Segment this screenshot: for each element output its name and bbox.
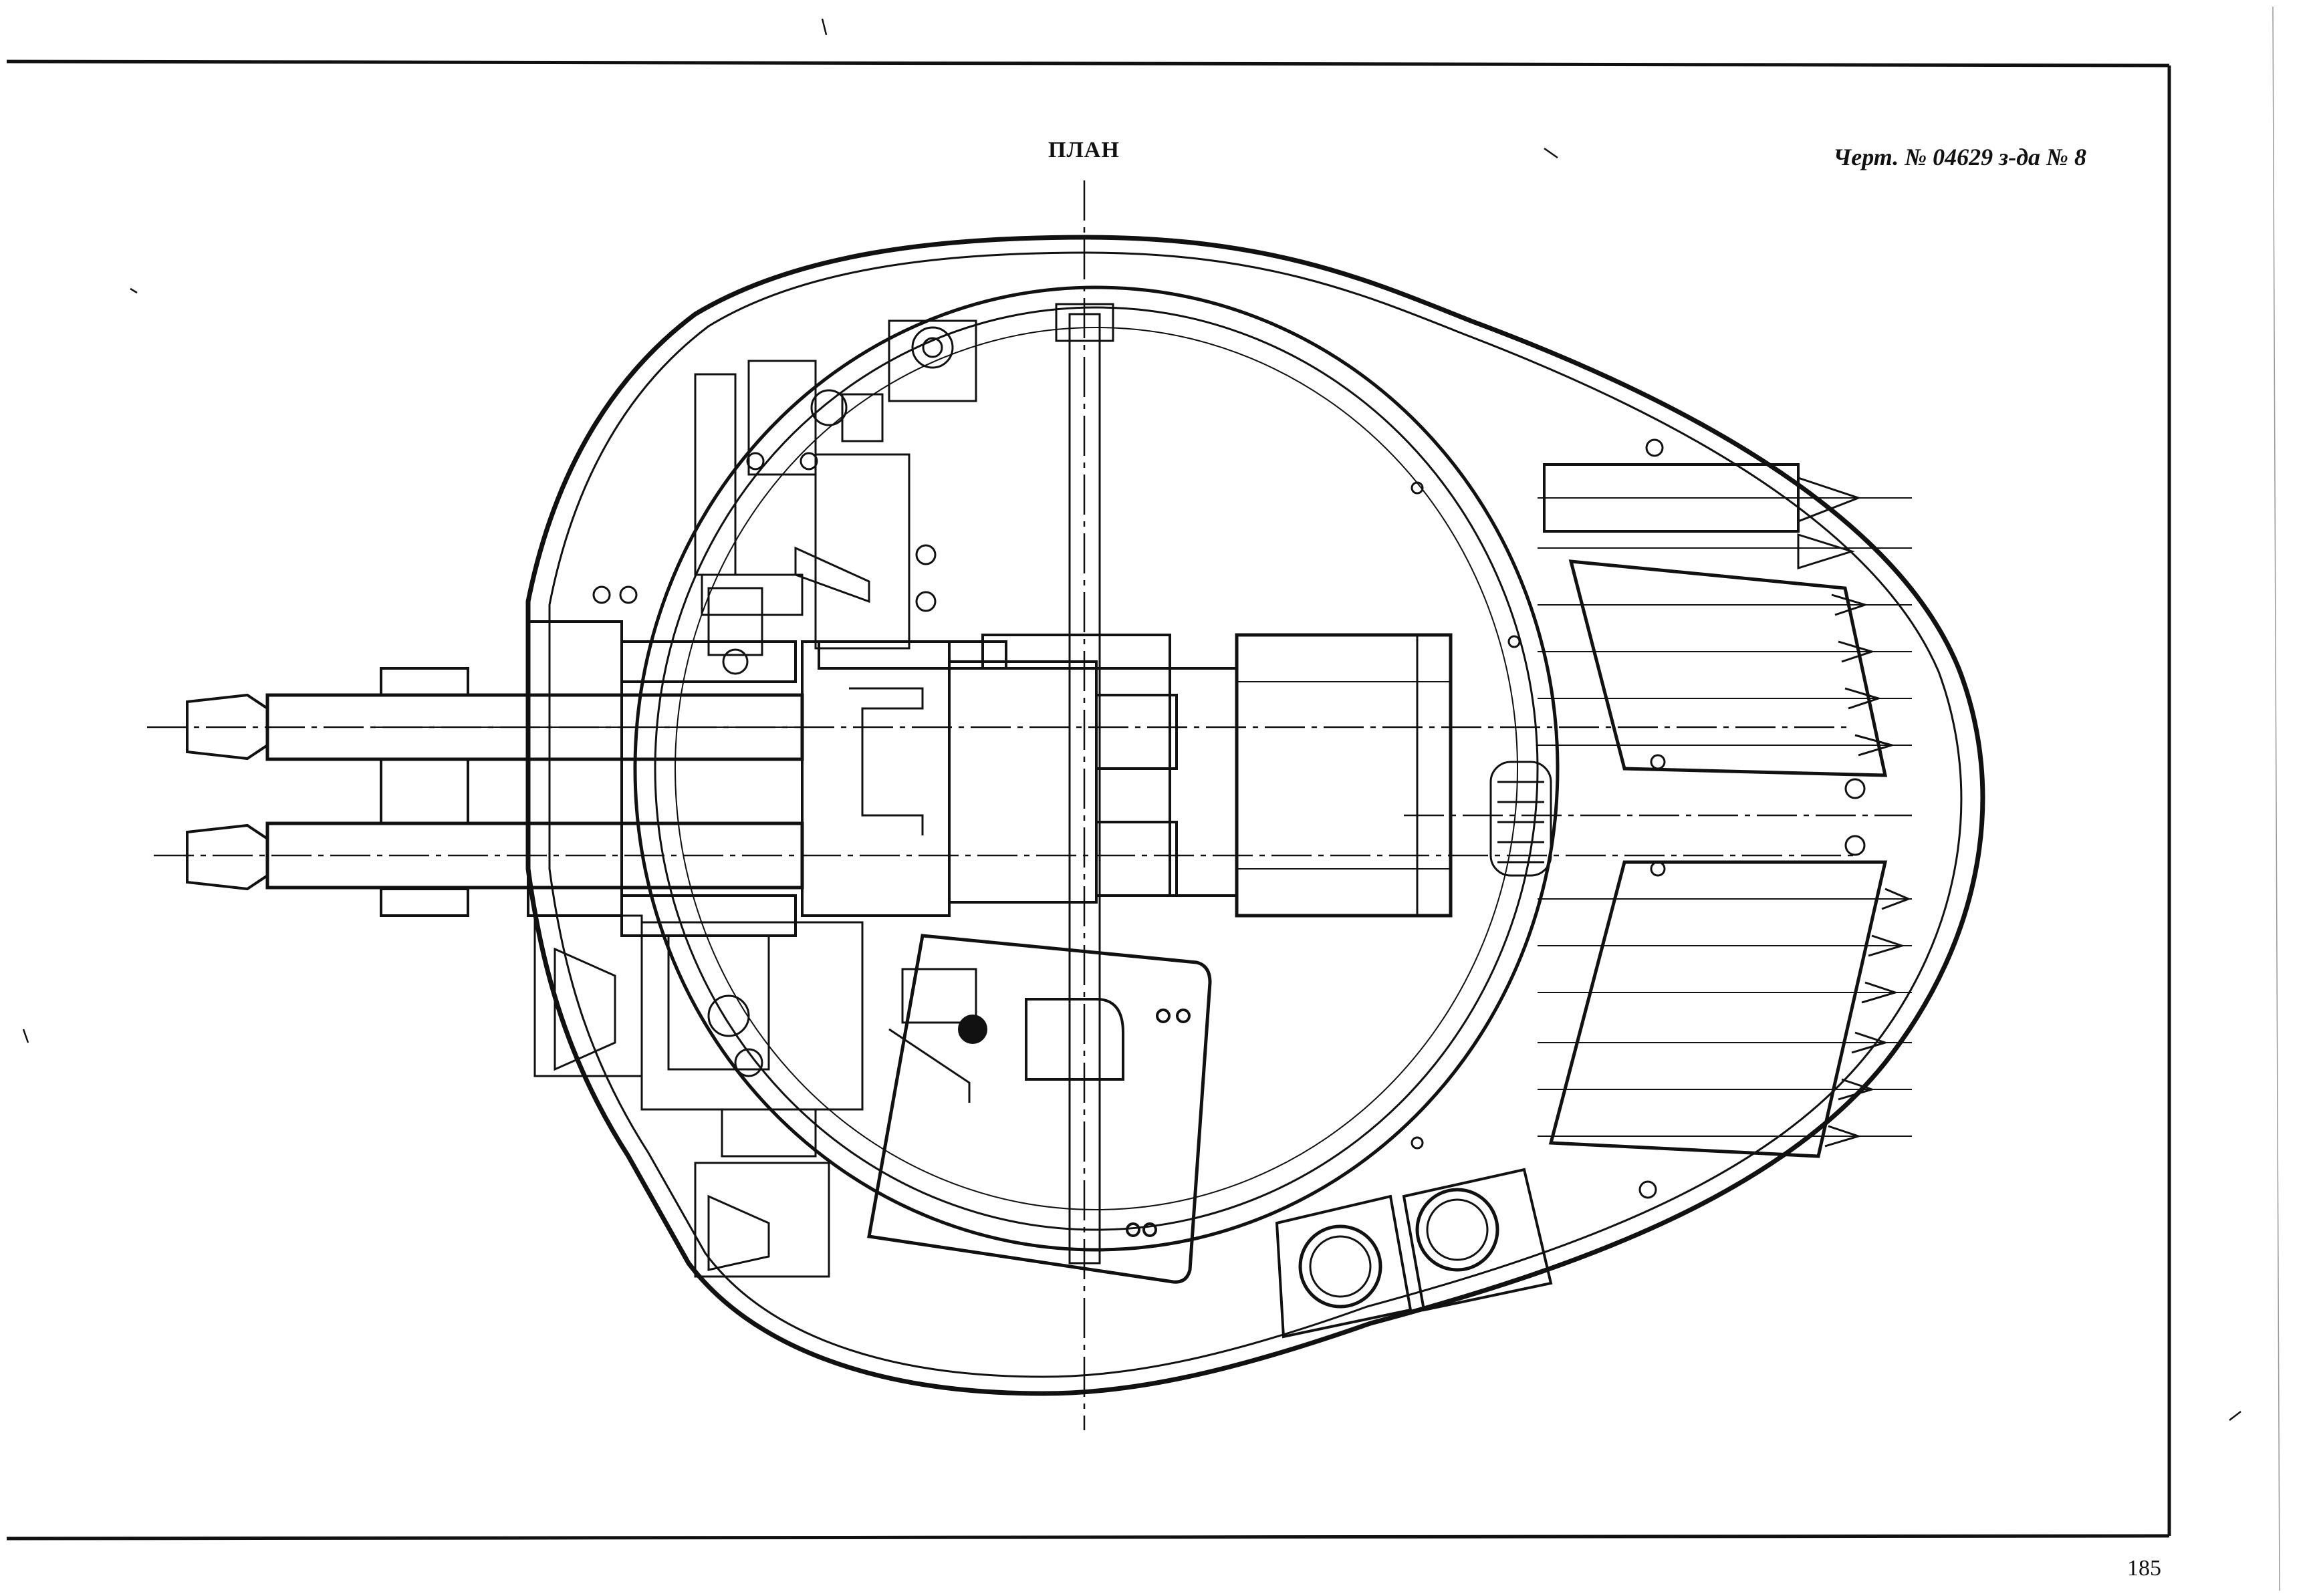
roller-brackets bbox=[1275, 1168, 1553, 1339]
sheet-border bbox=[6, 6, 2280, 1591]
elevation-mechanism bbox=[694, 319, 977, 675]
drawing-number: Черт. № 04629 з-да № 8 bbox=[1833, 144, 2086, 170]
ammo-rack-upper bbox=[1538, 463, 1912, 777]
seat-plate bbox=[867, 934, 1212, 1284]
page-number: 185 bbox=[2127, 1556, 2161, 1581]
scan-marks bbox=[22, 18, 2241, 1421]
center-rail bbox=[1055, 303, 1114, 1265]
turret-ring bbox=[633, 285, 1560, 1252]
bolt-markers bbox=[592, 438, 1866, 1199]
receiver-box bbox=[1235, 633, 1453, 918]
drawing-title: ПЛАН bbox=[1048, 138, 1120, 162]
hand-grip bbox=[1489, 761, 1552, 877]
gun-barrels bbox=[186, 667, 804, 917]
ammo-rack-lower bbox=[1538, 860, 1912, 1158]
center-lines bbox=[147, 180, 1912, 1430]
traverse-mechanism bbox=[533, 914, 977, 1278]
